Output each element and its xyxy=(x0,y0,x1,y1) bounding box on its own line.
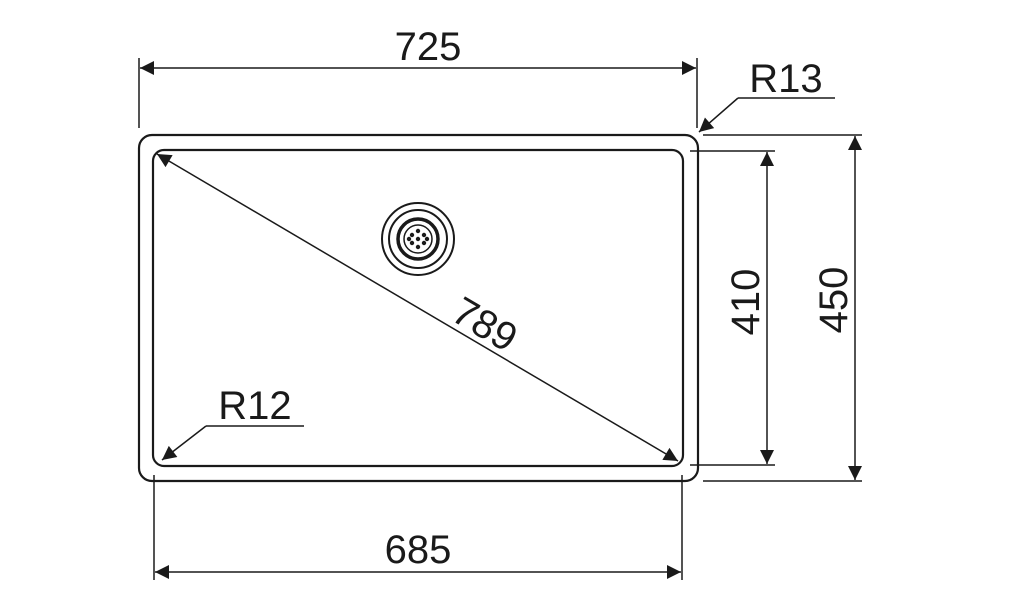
dimension-outer-width-label: 725 xyxy=(395,25,462,69)
dimension-outer-radius: R13 xyxy=(698,57,835,133)
dimension-inner-width-label: 685 xyxy=(385,528,452,572)
dimension-inner-width: 685 xyxy=(153,475,683,580)
dimension-outer-radius-label: R13 xyxy=(749,57,822,101)
dimension-outer-height: 450 xyxy=(703,134,862,482)
sink-inner-bowl xyxy=(151,148,685,468)
dimension-outer-height-label: 450 xyxy=(812,267,856,334)
dimension-outer-width: 725 xyxy=(138,25,698,128)
drain-icon xyxy=(381,202,455,276)
dimension-inner-height: 410 xyxy=(690,150,775,466)
dimension-inner-height-label: 410 xyxy=(724,269,768,336)
dimension-inner-radius: R12 xyxy=(161,384,304,461)
dimension-diagonal-label: 789 xyxy=(445,289,525,361)
sink-outer-outline xyxy=(137,133,700,483)
dimension-inner-radius-label: R12 xyxy=(218,384,291,428)
